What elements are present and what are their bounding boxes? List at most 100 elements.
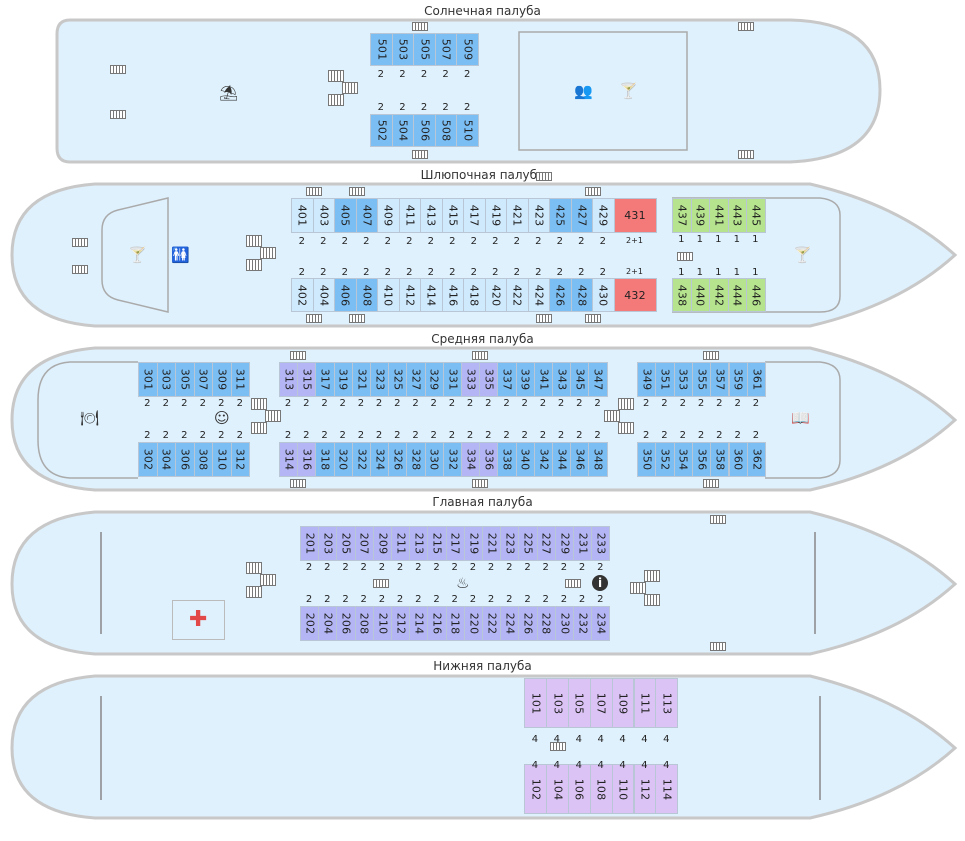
cabin-325[interactable]: 325	[388, 362, 408, 397]
cabin-342[interactable]: 342	[533, 442, 553, 477]
cabin-202[interactable]: 202	[300, 606, 320, 641]
cabin-439[interactable]: 439	[690, 198, 710, 233]
cabin-110[interactable]: 110	[611, 764, 635, 814]
cabin-350[interactable]: 350	[637, 442, 657, 477]
cabin-228[interactable]: 228	[536, 606, 556, 641]
cabin-223[interactable]: 223	[500, 526, 520, 561]
cabin-327[interactable]: 327	[406, 362, 426, 397]
cabin-337[interactable]: 337	[497, 362, 517, 397]
cabin-336[interactable]: 336	[479, 442, 499, 477]
cabin-233[interactable]: 233	[591, 526, 611, 561]
cabin-411[interactable]: 411	[398, 198, 421, 233]
cabin-221[interactable]: 221	[482, 526, 502, 561]
cabin-105[interactable]: 105	[567, 678, 591, 728]
cabin-306[interactable]: 306	[175, 442, 195, 477]
cabin-303[interactable]: 303	[156, 362, 176, 397]
cabin-504[interactable]: 504	[391, 114, 415, 147]
cabin-218[interactable]: 218	[445, 606, 465, 641]
cabin-224[interactable]: 224	[500, 606, 520, 641]
cabin-432[interactable]: 432	[613, 278, 657, 312]
cabin-351[interactable]: 351	[655, 362, 675, 397]
cabin-234[interactable]: 234	[591, 606, 611, 641]
cabin-423[interactable]: 423	[527, 198, 550, 233]
cabin-338[interactable]: 338	[497, 442, 517, 477]
cabin-214[interactable]: 214	[409, 606, 429, 641]
cabin-211[interactable]: 211	[391, 526, 411, 561]
cabin-347[interactable]: 347	[588, 362, 608, 397]
cabin-203[interactable]: 203	[318, 526, 338, 561]
cabin-107[interactable]: 107	[589, 678, 613, 728]
cabin-232[interactable]: 232	[573, 606, 593, 641]
cabin-430[interactable]: 430	[592, 278, 615, 312]
cabin-333[interactable]: 333	[461, 362, 481, 397]
cabin-334[interactable]: 334	[461, 442, 481, 477]
cabin-201[interactable]: 201	[300, 526, 320, 561]
cabin-323[interactable]: 323	[370, 362, 390, 397]
cabin-330[interactable]: 330	[424, 442, 444, 477]
cabin-102[interactable]: 102	[524, 764, 547, 814]
cabin-359[interactable]: 359	[728, 362, 748, 397]
cabin-308[interactable]: 308	[193, 442, 213, 477]
cabin-322[interactable]: 322	[351, 442, 371, 477]
cabin-424[interactable]: 424	[527, 278, 550, 312]
cabin-302[interactable]: 302	[138, 442, 158, 477]
cabin-207[interactable]: 207	[354, 526, 374, 561]
cabin-114[interactable]: 114	[655, 764, 679, 814]
cabin-506[interactable]: 506	[413, 114, 436, 147]
cabin-420[interactable]: 420	[484, 278, 507, 312]
cabin-344[interactable]: 344	[552, 442, 572, 477]
cabin-315[interactable]: 315	[297, 362, 317, 397]
cabin-109[interactable]: 109	[611, 678, 635, 728]
cabin-406[interactable]: 406	[334, 278, 357, 312]
cabin-438[interactable]: 438	[672, 278, 692, 312]
cabin-440[interactable]: 440	[690, 278, 710, 312]
cabin-427[interactable]: 427	[570, 198, 593, 233]
cabin-301[interactable]: 301	[138, 362, 158, 397]
cabin-210[interactable]: 210	[372, 606, 392, 641]
cabin-332[interactable]: 332	[442, 442, 462, 477]
cabin-320[interactable]: 320	[333, 442, 353, 477]
cabin-443[interactable]: 443	[727, 198, 747, 233]
cabin-219[interactable]: 219	[463, 526, 483, 561]
cabin-428[interactable]: 428	[570, 278, 593, 312]
cabin-357[interactable]: 357	[710, 362, 730, 397]
cabin-404[interactable]: 404	[312, 278, 335, 312]
cabin-208[interactable]: 208	[354, 606, 374, 641]
cabin-502[interactable]: 502	[370, 114, 393, 147]
cabin-501[interactable]: 501	[370, 33, 393, 66]
cabin-413[interactable]: 413	[420, 198, 443, 233]
cabin-348[interactable]: 348	[588, 442, 608, 477]
cabin-313[interactable]: 313	[279, 362, 299, 397]
cabin-304[interactable]: 304	[156, 442, 176, 477]
cabin-353[interactable]: 353	[673, 362, 693, 397]
cabin-335[interactable]: 335	[479, 362, 499, 397]
cabin-326[interactable]: 326	[388, 442, 408, 477]
cabin-426[interactable]: 426	[549, 278, 572, 312]
cabin-349[interactable]: 349	[637, 362, 657, 397]
cabin-206[interactable]: 206	[336, 606, 356, 641]
cabin-317[interactable]: 317	[315, 362, 335, 397]
cabin-112[interactable]: 112	[633, 764, 657, 814]
cabin-331[interactable]: 331	[442, 362, 462, 397]
cabin-417[interactable]: 417	[463, 198, 486, 233]
cabin-310[interactable]: 310	[212, 442, 232, 477]
cabin-412[interactable]: 412	[398, 278, 421, 312]
cabin-416[interactable]: 416	[441, 278, 464, 312]
cabin-418[interactable]: 418	[463, 278, 486, 312]
cabin-205[interactable]: 205	[336, 526, 356, 561]
cabin-343[interactable]: 343	[552, 362, 572, 397]
cabin-340[interactable]: 340	[515, 442, 535, 477]
cabin-213[interactable]: 213	[409, 526, 429, 561]
cabin-441[interactable]: 441	[709, 198, 729, 233]
cabin-429[interactable]: 429	[592, 198, 615, 233]
cabin-220[interactable]: 220	[463, 606, 483, 641]
cabin-324[interactable]: 324	[370, 442, 390, 477]
cabin-319[interactable]: 319	[333, 362, 353, 397]
cabin-222[interactable]: 222	[482, 606, 502, 641]
cabin-442[interactable]: 442	[709, 278, 729, 312]
cabin-316[interactable]: 316	[297, 442, 317, 477]
cabin-212[interactable]: 212	[391, 606, 411, 641]
cabin-231[interactable]: 231	[573, 526, 593, 561]
cabin-103[interactable]: 103	[545, 678, 569, 728]
cabin-401[interactable]: 401	[291, 198, 314, 233]
